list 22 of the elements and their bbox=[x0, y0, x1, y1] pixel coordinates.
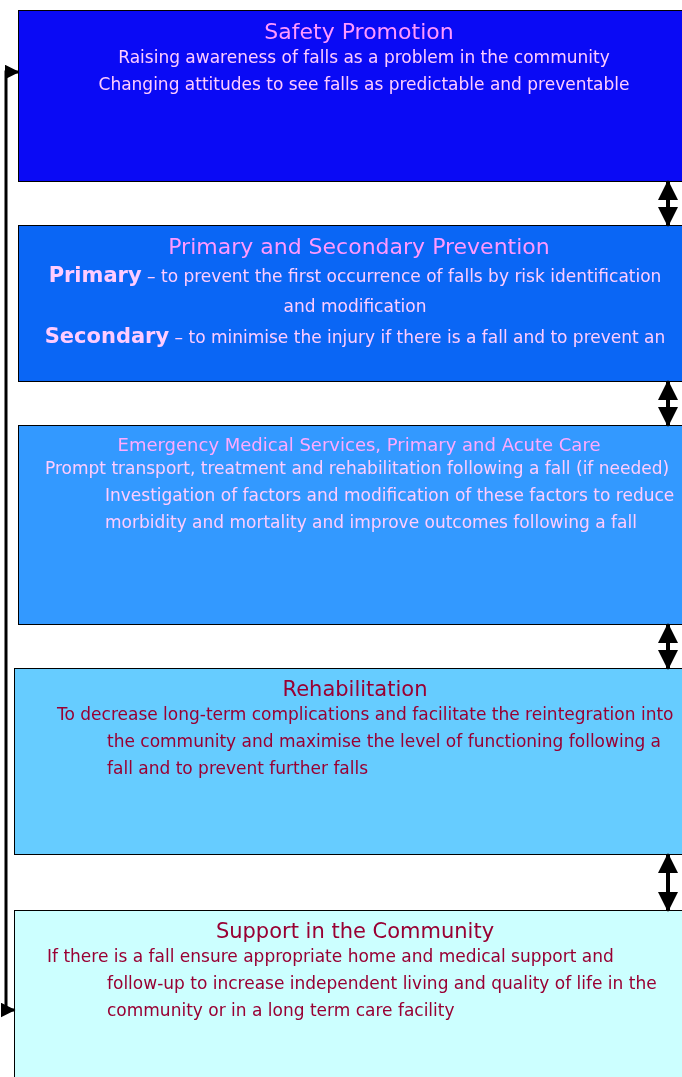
description-text: Changing attitudes to see falls as predictable and preventable bbox=[97, 73, 631, 97]
layer-box bbox=[18, 10, 682, 182]
description-text: To decrease long-term complications and facilitate the reintegration into the community and maximise the level of functioning following a fall and to prevent further falls bbox=[56, 703, 675, 781]
layer-box bbox=[14, 668, 682, 855]
layer-box bbox=[18, 225, 682, 382]
box-title: Rehabilitation bbox=[281, 677, 429, 701]
layer-box bbox=[18, 425, 682, 625]
double-arrow bbox=[658, 180, 678, 227]
description-text: Raising awareness of falls as a problem in the community bbox=[117, 46, 611, 69]
description-text: Secondary – to minimise the injury if there is a fall and to prevent an bbox=[43, 322, 667, 350]
box-title: Safety Promotion bbox=[263, 19, 455, 44]
layer-box bbox=[14, 910, 682, 1077]
box-title: Emergency Medical Services, Primary and Acute Care bbox=[116, 434, 602, 455]
box-title: Support in the Community bbox=[214, 919, 496, 943]
double-arrow bbox=[658, 853, 678, 912]
description-text: Prompt transport, treatment and rehabilitation following a fall (if needed) Investigation of factors and modification of these factors to reduce morbidity and mortality and improve outcomes following a fall bbox=[44, 457, 676, 535]
box-title: Primary and Secondary Prevention bbox=[167, 234, 551, 259]
double-arrow bbox=[658, 623, 678, 670]
double-arrow bbox=[658, 380, 678, 427]
double-arrow bbox=[0, 64, 20, 1018]
description-text: If there is a fall ensure appropriate home and medical support and follow-up to increase independent living and quality of life in the community or in a long term care facility bbox=[46, 945, 658, 1023]
description-text: Primary – to prevent the first occurrence of falls by risk identification and modification bbox=[47, 262, 663, 318]
